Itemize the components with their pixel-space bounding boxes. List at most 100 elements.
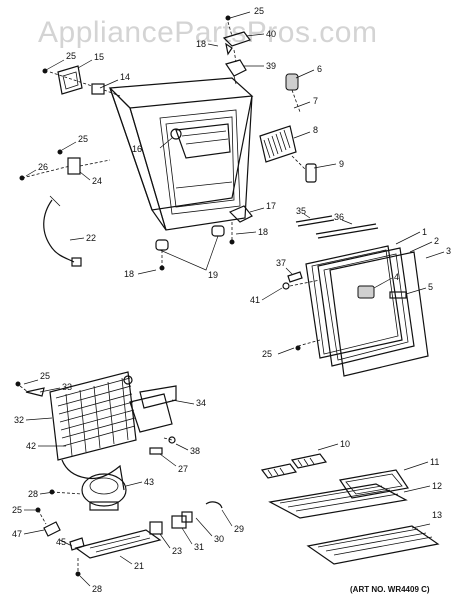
label-35: 35 xyxy=(296,206,306,216)
part-38 xyxy=(168,436,176,444)
label-42: 42 xyxy=(26,441,36,451)
label-29: 29 xyxy=(234,524,244,534)
label-25: 25 xyxy=(40,371,50,381)
label-39: 39 xyxy=(266,61,276,71)
part-41 xyxy=(282,282,290,290)
label-17: 17 xyxy=(266,201,276,211)
compressor-43 xyxy=(81,473,127,511)
part-9 xyxy=(305,163,317,183)
label-1: 1 xyxy=(422,227,427,237)
part-40 xyxy=(222,31,251,47)
label-28: 28 xyxy=(28,489,38,499)
foot-19b xyxy=(211,225,225,237)
label-15: 15 xyxy=(94,52,104,62)
label-47: 47 xyxy=(12,529,22,539)
part-30-block xyxy=(181,511,193,523)
art-number: (ART NO. WR4409 C) xyxy=(350,585,430,594)
label-8: 8 xyxy=(313,125,318,135)
label-13: 13 xyxy=(432,510,442,520)
part-8 xyxy=(259,125,297,163)
evaporator-condenser xyxy=(49,371,137,461)
label-43: 43 xyxy=(144,477,154,487)
label-28: 28 xyxy=(92,584,102,594)
label-33: 33 xyxy=(62,382,72,392)
screw-28b xyxy=(75,571,81,577)
part-37 xyxy=(287,271,303,283)
label-19: 19 xyxy=(208,270,218,280)
label-45: 45 xyxy=(56,537,66,547)
part-4 xyxy=(357,285,375,299)
part-6 xyxy=(285,73,299,91)
label-7: 7 xyxy=(313,96,318,106)
label-23: 23 xyxy=(172,546,182,556)
screw-25e xyxy=(15,381,21,387)
part-15 xyxy=(57,65,83,95)
screw-25d xyxy=(295,345,301,351)
label-4: 4 xyxy=(394,272,399,282)
shelf-12 xyxy=(268,483,408,519)
label-25: 25 xyxy=(78,134,88,144)
label-25: 25 xyxy=(254,6,264,16)
screw-18b xyxy=(229,239,235,245)
label-30: 30 xyxy=(214,534,224,544)
label-25: 25 xyxy=(66,51,76,61)
part-33 xyxy=(25,387,45,397)
cabinet xyxy=(108,77,254,231)
part-27 xyxy=(149,447,163,455)
label-25: 25 xyxy=(262,349,272,359)
label-40: 40 xyxy=(266,29,276,39)
label-18: 18 xyxy=(124,269,134,279)
part-18-top xyxy=(225,42,233,56)
label-5: 5 xyxy=(428,282,433,292)
screw-25b xyxy=(57,149,63,155)
part-5 xyxy=(389,291,407,299)
label-24: 24 xyxy=(92,176,102,186)
label-21: 21 xyxy=(134,561,144,571)
screw-25c xyxy=(225,15,231,21)
part-45 xyxy=(69,537,85,551)
part-labels: 25 18 40 39 6 25 15 14 7 8 16 25 9 26 24… xyxy=(12,6,451,594)
watermark: AppliancePartsPros.com xyxy=(38,16,377,49)
ice-trays-10 xyxy=(260,453,328,479)
base-21 xyxy=(74,529,162,559)
part-24 xyxy=(67,157,81,175)
part-23 xyxy=(149,521,163,535)
tubing-42 xyxy=(61,459,125,491)
label-14: 14 xyxy=(120,72,130,82)
assembly-lines xyxy=(19,21,321,572)
label-32: 32 xyxy=(14,415,24,425)
label-34: 34 xyxy=(196,398,206,408)
shelf-13 xyxy=(306,525,440,565)
label-37: 37 xyxy=(276,258,286,268)
label-10: 10 xyxy=(340,439,350,449)
part-14 xyxy=(91,83,105,95)
label-18: 18 xyxy=(196,39,206,49)
part-47 xyxy=(43,521,61,537)
label-25: 25 xyxy=(12,505,22,515)
label-11: 11 xyxy=(430,457,439,467)
label-41: 41 xyxy=(250,295,260,305)
part-17 xyxy=(228,205,253,223)
label-38: 38 xyxy=(190,446,200,456)
screw-18c xyxy=(159,265,165,271)
part-34 xyxy=(129,385,177,433)
label-26: 26 xyxy=(38,162,48,172)
part-39 xyxy=(225,59,247,85)
label-36: 36 xyxy=(334,212,344,222)
leader-lines xyxy=(23,11,445,587)
label-22: 22 xyxy=(86,233,96,243)
label-31: 31 xyxy=(194,542,204,552)
label-6: 6 xyxy=(317,64,322,74)
foot-19a xyxy=(155,239,169,251)
label-3: 3 xyxy=(446,246,451,256)
label-18: 18 xyxy=(258,227,268,237)
label-9: 9 xyxy=(339,159,344,169)
power-cord xyxy=(43,199,75,263)
label-16: 16 xyxy=(132,144,142,154)
label-27: 27 xyxy=(178,464,188,474)
label-2: 2 xyxy=(434,236,439,246)
part-29 xyxy=(205,501,223,509)
label-12: 12 xyxy=(432,481,442,491)
door-assembly xyxy=(295,215,429,377)
